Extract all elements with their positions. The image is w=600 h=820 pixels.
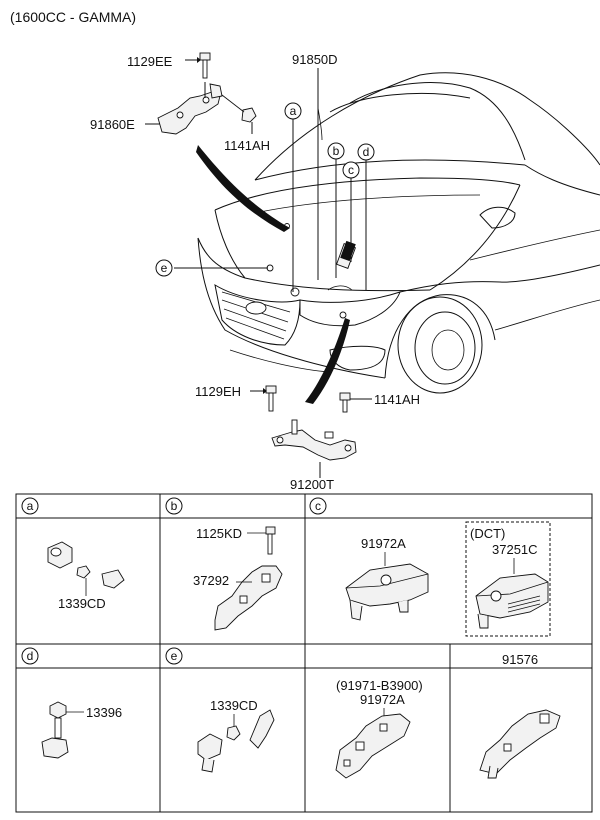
cell-g: 91576 — [479, 652, 561, 779]
callout-b: b — [327, 142, 345, 160]
cell-d-header: d — [27, 649, 34, 663]
cell-c-part-91972a: 91972A — [361, 536, 406, 551]
engine-note: (1600CC - GAMMA) — [10, 9, 136, 25]
svg-text:e: e — [161, 261, 168, 275]
cell-g-header-91576: 91576 — [502, 652, 538, 667]
label-91860e: 91860E — [90, 117, 135, 132]
bolt-1129ee — [185, 52, 211, 79]
cell-b-part-37292: 37292 — [193, 573, 229, 588]
label-91850d: 91850D — [292, 52, 338, 67]
cell-a-part-1339cd: 1339CD — [58, 596, 106, 611]
detail-grid — [15, 493, 593, 813]
svg-text:c: c — [348, 163, 354, 177]
cell-e-header: e — [171, 649, 178, 663]
cell-b-header: b — [171, 499, 178, 513]
cell-d-part-13396: 13396 — [86, 705, 122, 720]
bracket-91860e — [157, 83, 223, 135]
label-1141ah-bottom: 1141AH — [374, 392, 420, 407]
cell-c-header: c — [315, 499, 321, 513]
label-1129eh: 1129EH — [195, 384, 241, 399]
cell-b: b 1125KD 37292 — [165, 497, 283, 631]
label-91200t: 91200T — [290, 477, 334, 492]
cell-c: c 91972A (DCT) 37251C — [309, 497, 551, 637]
cell-e-part-1339cd: 1339CD — [210, 698, 258, 713]
cell-f-part-91972a: 91972A — [360, 692, 405, 707]
nut-1141ah-top — [221, 94, 257, 123]
svg-text:b: b — [333, 144, 340, 158]
car-illustration — [197, 72, 600, 394]
callout-a: a — [284, 102, 302, 120]
callout-c: c — [342, 161, 360, 179]
bolt-1141ah-bottom — [339, 392, 372, 413]
bolt-1129eh — [250, 385, 277, 412]
leader-lines-main — [145, 68, 367, 478]
callout-d: d — [357, 143, 375, 161]
cell-c-part-37251c: 37251C — [492, 542, 538, 557]
cell-b-part-1125kd: 1125KD — [196, 526, 242, 541]
svg-text:d: d — [363, 145, 370, 159]
cell-d: d 13396 — [21, 647, 122, 759]
cell-f-part-91971-b3900: (91971-B3900) — [336, 678, 423, 693]
callout-e: e — [155, 259, 173, 277]
bracket-91200t — [271, 419, 357, 461]
label-1129ee: 1129EE — [127, 54, 173, 69]
cell-a-header: a — [27, 499, 34, 513]
label-1141ah-top: 1141AH — [224, 138, 270, 153]
cell-a: a 1339CD — [21, 497, 125, 611]
harness-swoosh-upper — [196, 145, 290, 232]
cell-c-dct-note: (DCT) — [470, 526, 505, 541]
cell-f: (91971-B3900) 91972A — [335, 678, 423, 779]
cell-e: e 1339CD — [165, 647, 275, 773]
svg-text:a: a — [290, 104, 297, 118]
harness-swoosh-lower — [305, 318, 350, 404]
